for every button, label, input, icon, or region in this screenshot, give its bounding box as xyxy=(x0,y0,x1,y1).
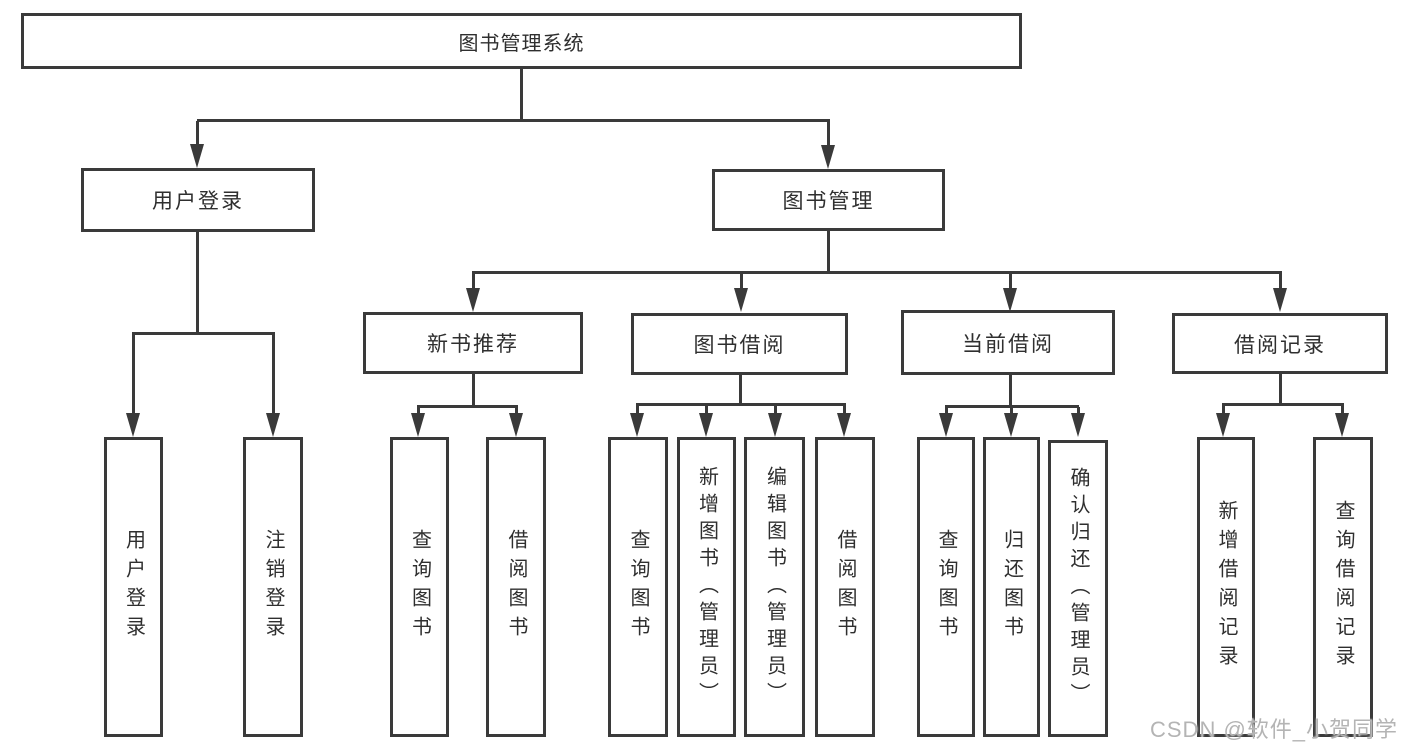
node-root-label: 图书管理系统 xyxy=(458,32,585,55)
leaf-nb-query-books-label: 查询图书 xyxy=(408,529,431,645)
connector-hline xyxy=(472,271,1282,274)
leaf-user-login: 用户登录 xyxy=(104,437,163,737)
node-borrowing-records: 借阅记录 xyxy=(1172,313,1388,374)
arrow-down-icon xyxy=(411,413,425,437)
connector-vline xyxy=(1010,407,1013,417)
connector-vline xyxy=(827,121,830,148)
arrow-down-icon xyxy=(190,144,204,168)
leaf-bb-add-book-admin-label: 新增图书（管理员） xyxy=(695,465,718,709)
connector-vline xyxy=(705,405,708,417)
connector-vline xyxy=(472,273,475,291)
leaf-user-login-label: 用户登录 xyxy=(122,529,145,645)
arrow-down-icon xyxy=(837,413,851,437)
node-book-management: 图书管理 xyxy=(712,169,945,231)
arrow-down-icon xyxy=(1003,288,1017,312)
leaf-nb-borrow-books: 借阅图书 xyxy=(486,437,546,737)
connector-vline xyxy=(636,405,639,417)
connector-vline xyxy=(417,407,420,417)
arrow-down-icon xyxy=(1273,288,1287,312)
leaf-bb-add-book-admin: 新增图书（管理员） xyxy=(677,437,736,737)
arrow-down-icon xyxy=(509,413,523,437)
connector-hline xyxy=(417,405,518,408)
node-current-borrowing: 当前借阅 xyxy=(901,310,1115,375)
connector-vline xyxy=(843,405,846,417)
arrow-down-icon xyxy=(266,413,280,437)
connector-vline xyxy=(1009,273,1012,291)
connector-vline xyxy=(1077,407,1080,417)
node-new-book-recommend-label: 新书推荐 xyxy=(427,333,519,356)
connector-vline xyxy=(1279,273,1282,291)
leaf-bb-edit-book-admin-label: 编辑图书（管理员） xyxy=(763,465,786,709)
connector-vline xyxy=(774,405,777,417)
arrow-down-icon xyxy=(734,288,748,312)
arrow-down-icon xyxy=(699,413,713,437)
leaf-logout: 注销登录 xyxy=(243,437,303,737)
arrow-down-icon xyxy=(1216,413,1230,437)
leaf-cb-confirm-return-admin-label: 确认归还（管理员） xyxy=(1067,467,1089,710)
leaf-cb-query-books-label: 查询图书 xyxy=(935,529,957,645)
leaf-nb-borrow-books-label: 借阅图书 xyxy=(505,529,527,645)
leaf-cb-return-books: 归还图书 xyxy=(983,437,1040,737)
connector-hline xyxy=(197,119,830,122)
connector-vline xyxy=(196,121,199,148)
connector-hline xyxy=(636,403,846,406)
connector-hline xyxy=(132,332,275,335)
watermark: CSDN @软件_小贺同学 xyxy=(1150,717,1399,742)
leaf-bb-borrow-books: 借阅图书 xyxy=(815,437,875,737)
connector-vline xyxy=(827,231,830,273)
leaf-bb-query-books-label: 查询图书 xyxy=(627,529,649,645)
leaf-bb-borrow-books-label: 借阅图书 xyxy=(834,529,856,645)
connector-vline xyxy=(1222,405,1225,417)
node-book-borrowing: 图书借阅 xyxy=(631,313,848,375)
leaf-br-add-borrow-record-label: 新增借阅记录 xyxy=(1215,500,1237,674)
leaf-cb-confirm-return-admin: 确认归还（管理员） xyxy=(1048,440,1108,737)
arrow-down-icon xyxy=(126,413,140,437)
node-borrowing-records-label: 借阅记录 xyxy=(1234,333,1326,357)
connector-vline xyxy=(520,69,523,120)
connector-vline xyxy=(739,375,742,405)
connector-hline xyxy=(1222,403,1344,406)
arrow-down-icon xyxy=(939,413,953,437)
arrow-down-icon xyxy=(1335,413,1349,437)
leaf-bb-edit-book-admin: 编辑图书（管理员） xyxy=(744,437,805,737)
leaf-br-query-borrow-record: 查询借阅记录 xyxy=(1313,437,1373,737)
node-current-borrowing-label: 当前借阅 xyxy=(962,332,1054,356)
leaf-bb-query-books: 查询图书 xyxy=(608,437,668,737)
connector-vline xyxy=(945,407,948,417)
leaf-br-add-borrow-record: 新增借阅记录 xyxy=(1197,437,1255,737)
connector-hline xyxy=(945,405,1079,408)
connector-vline xyxy=(1341,405,1344,417)
arrow-down-icon xyxy=(466,288,480,312)
node-user-login-label: 用户登录 xyxy=(152,190,244,213)
arrow-down-icon xyxy=(1004,413,1018,437)
arrow-down-icon xyxy=(1071,413,1085,437)
leaf-cb-query-books: 查询图书 xyxy=(917,437,975,737)
node-book-borrowing-label: 图书借阅 xyxy=(693,334,786,357)
arrow-down-icon xyxy=(768,413,782,437)
arrow-down-icon xyxy=(821,145,835,169)
connector-vline xyxy=(1009,375,1012,407)
node-book-management-label: 图书管理 xyxy=(782,190,875,213)
leaf-nb-query-books: 查询图书 xyxy=(390,437,449,737)
connector-vline xyxy=(272,334,275,416)
leaf-cb-return-books-label: 归还图书 xyxy=(1000,529,1023,645)
connector-vline xyxy=(472,374,475,407)
connector-vline xyxy=(515,407,518,417)
connector-vline xyxy=(132,334,135,416)
node-root: 图书管理系统 xyxy=(21,13,1022,69)
arrow-down-icon xyxy=(630,413,644,437)
connector-vline xyxy=(196,232,199,335)
node-user-login: 用户登录 xyxy=(81,168,315,232)
node-new-book-recommend: 新书推荐 xyxy=(363,312,583,374)
leaf-logout-label: 注销登录 xyxy=(262,529,284,645)
connector-vline xyxy=(1279,374,1282,405)
leaf-br-query-borrow-record-label: 查询借阅记录 xyxy=(1332,500,1354,674)
connector-vline xyxy=(740,273,743,291)
